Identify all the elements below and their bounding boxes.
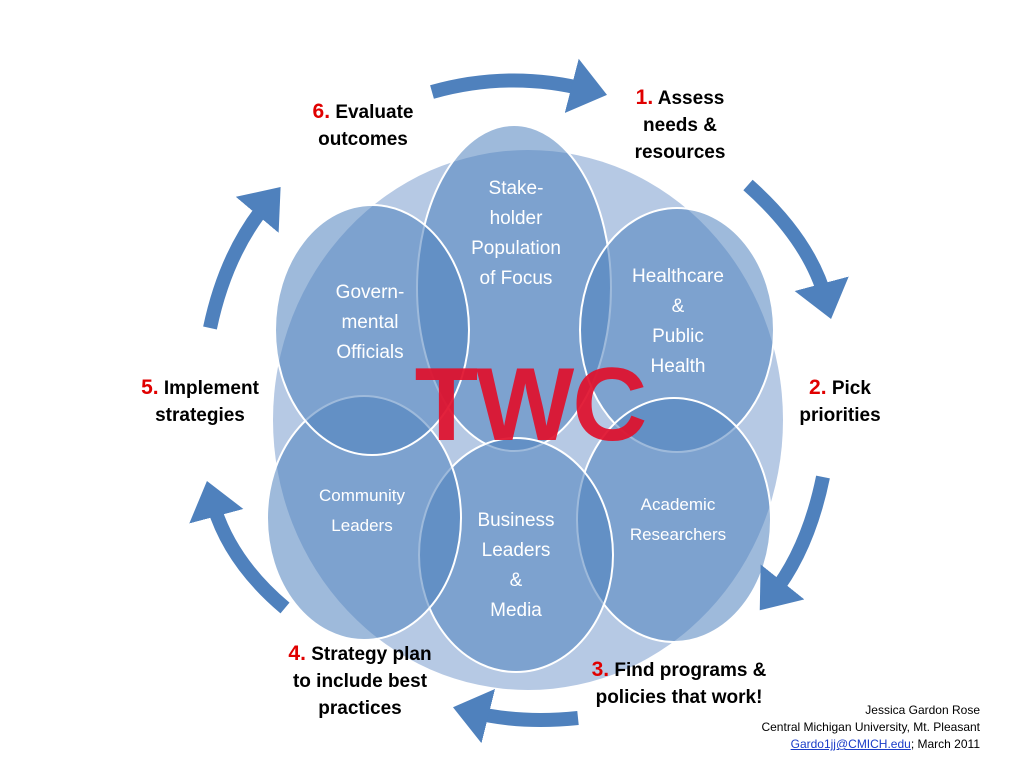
circle-label-governmental: Govern- mental Officials — [335, 282, 405, 363]
step-6: 6. Evaluate outcomes — [290, 98, 436, 153]
step-number: 5. — [141, 376, 159, 399]
step-text: Assess needs & resources — [634, 88, 726, 163]
center-title: TWC — [414, 347, 648, 463]
step-text: Strategy plan to include best practices — [292, 644, 432, 719]
cycle-arrows — [189, 58, 849, 744]
step-text: Find programs & policies that work! — [595, 660, 767, 708]
step-2: 2. Pick priorities — [780, 374, 900, 429]
arrow-5-to-6 — [203, 186, 281, 330]
credit-author: Jessica Gardon Rose — [865, 703, 980, 717]
step-5: 5. Implement strategies — [112, 374, 288, 429]
circle-label-academic: Academic Researchers — [629, 495, 727, 544]
step-number: 4. — [288, 642, 306, 665]
credit-date: ; March 2011 — [910, 737, 980, 751]
step-3: 3. Find programs & policies that work! — [566, 656, 792, 711]
circle-governmental — [274, 204, 470, 456]
step-text: Implement strategies — [155, 378, 259, 426]
step-text: Evaluate outcomes — [318, 102, 414, 150]
step-1: 1. Assess needs & resources — [610, 84, 750, 166]
stakeholder-circles — [266, 124, 775, 673]
circle-label-stakeholder: Stake- holder Population of Focus — [471, 178, 561, 289]
step-number: 6. — [312, 100, 331, 123]
arrow-3-to-4 — [452, 688, 579, 744]
step-number: 2. — [809, 376, 827, 399]
step-4: 4. Strategy plan to include best practic… — [262, 640, 458, 722]
circle-label-community: Community Leaders — [319, 486, 405, 535]
step-number: 1. — [635, 86, 654, 109]
step-number: 3. — [591, 658, 610, 681]
credit-affiliation: Central Michigan University, Mt. Pleasan… — [761, 720, 980, 734]
arrow-2-to-3 — [759, 475, 830, 611]
credit-block: Jessica Gardon Rose Central Michigan Uni… — [761, 702, 980, 753]
arrow-6-to-1 — [430, 58, 607, 113]
arrow-1-to-2 — [743, 179, 849, 319]
circle-label-business: Business Leaders & Media — [477, 510, 555, 621]
credit-email-link[interactable]: Gardo1jj@CMICH.edu — [790, 737, 911, 751]
step-text: Pick priorities — [799, 378, 881, 426]
circle-label-healthcare: Healthcare & Public Health — [632, 266, 724, 377]
arrow-4-to-5 — [189, 481, 290, 614]
credit-contact: Gardo1jj@CMICH.edu; March 2011 — [761, 736, 980, 753]
